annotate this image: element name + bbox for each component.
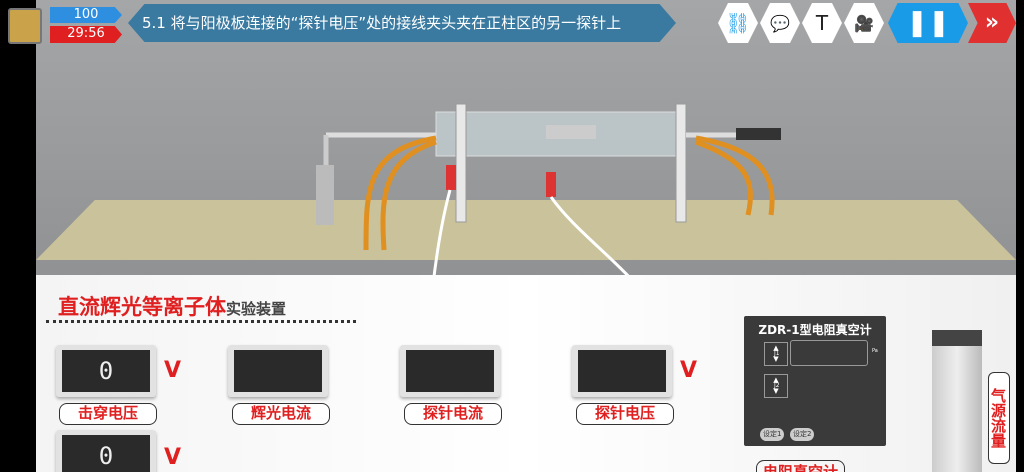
meter-display bbox=[578, 350, 666, 392]
pause-button[interactable]: ❚❚ bbox=[888, 3, 968, 43]
panel-title: 直流辉光等离子体实验装置 bbox=[58, 291, 286, 321]
unit: V bbox=[164, 358, 182, 383]
avatar[interactable] bbox=[8, 8, 42, 44]
meter-display bbox=[234, 350, 322, 392]
link-icon[interactable]: ⛓ bbox=[718, 3, 758, 43]
text-icon[interactable]: T bbox=[802, 3, 842, 43]
chat-icon[interactable]: 💬 bbox=[760, 3, 800, 43]
j2-stepper[interactable]: ▲▼ bbox=[764, 374, 788, 398]
breakdown-voltage-meter: 0 bbox=[56, 345, 156, 397]
gauge-title: ZDR-1型电阻真空计 bbox=[758, 323, 872, 337]
meter-label: 击穿电压 bbox=[59, 403, 157, 425]
meter-display: 0 bbox=[62, 435, 150, 472]
glow-current-meter bbox=[228, 345, 328, 397]
resistance-vacuum-gauge: ZDR-1型电阻真空计 ▲▼ J1 ▲▼ J2 Pa 设定1 设定2 bbox=[744, 316, 886, 446]
set1-button[interactable]: 设定1 bbox=[760, 428, 785, 441]
panel-title-main: 直流辉光等离子体 bbox=[58, 295, 226, 319]
camera-icon[interactable]: 🎥 bbox=[844, 3, 884, 43]
lab-table bbox=[36, 200, 1016, 260]
unit: V bbox=[164, 445, 182, 470]
set2-button[interactable]: 设定2 bbox=[790, 428, 815, 441]
text-tool-label: T bbox=[815, 11, 829, 35]
unit: Pa bbox=[872, 348, 878, 354]
flow-label: 气源流量 bbox=[988, 372, 1010, 464]
meter-label: 探针电流 bbox=[404, 403, 502, 425]
flow-meter[interactable] bbox=[932, 330, 982, 472]
score-badge: 100 bbox=[50, 7, 122, 23]
3d-scene: 直流辉光等离子体实验装置 0 V 击穿电压 辉光电流 探针电流 V 探针电压 0… bbox=[36, 0, 1016, 472]
next-button[interactable]: » bbox=[968, 3, 1016, 43]
gauge-label: 电阻真空计 bbox=[756, 460, 846, 472]
next-icon: » bbox=[984, 10, 1000, 35]
voltage-meter-2: 0 bbox=[56, 430, 156, 472]
j1-label: J1 bbox=[774, 350, 780, 357]
j1-stepper[interactable]: ▲▼ bbox=[764, 342, 788, 366]
instruction-banner: 5.1 将与阳极板连接的“探针电压”处的接线夹头夹在正柱区的另一探针上 bbox=[128, 4, 676, 42]
probe-voltage-meter bbox=[572, 345, 672, 397]
timer-badge: 29:56 bbox=[50, 26, 122, 43]
meter-label: 辉光电流 bbox=[232, 403, 330, 425]
panel-title-suffix: 实验装置 bbox=[226, 300, 287, 318]
meter-display bbox=[406, 350, 494, 392]
unit: V bbox=[680, 358, 698, 383]
pause-icon: ❚❚ bbox=[906, 8, 950, 38]
meter-label: 探针电压 bbox=[576, 403, 674, 425]
gauge-screen bbox=[790, 340, 868, 366]
divider bbox=[46, 320, 356, 323]
probe-current-meter bbox=[400, 345, 500, 397]
meter-display: 0 bbox=[62, 350, 150, 392]
j2-label: J2 bbox=[774, 382, 780, 389]
